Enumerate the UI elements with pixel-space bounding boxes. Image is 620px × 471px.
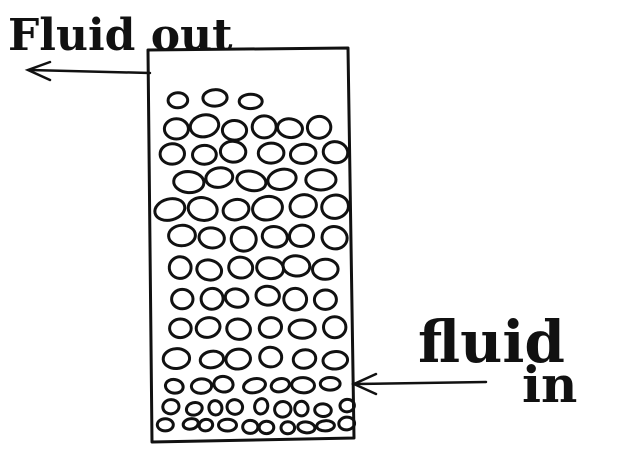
particle	[153, 197, 187, 222]
particle	[162, 117, 190, 141]
particle	[184, 400, 204, 417]
particle	[223, 287, 250, 309]
particle	[320, 193, 350, 220]
particle	[258, 345, 284, 369]
particle	[296, 420, 317, 435]
particle	[191, 143, 218, 166]
particle	[321, 350, 350, 371]
particle	[197, 226, 226, 250]
particle	[291, 348, 318, 370]
particle	[288, 193, 318, 219]
particle-bed	[153, 88, 357, 436]
particle	[273, 399, 293, 419]
particle	[257, 316, 284, 339]
particle	[168, 317, 193, 340]
particle	[237, 92, 264, 111]
particle	[186, 196, 219, 222]
particle	[197, 417, 215, 433]
particle	[312, 288, 338, 311]
particle	[313, 402, 333, 419]
particle	[167, 223, 197, 248]
outlet-arrow	[24, 60, 152, 82]
particle	[181, 417, 200, 431]
particle	[167, 255, 193, 280]
particle	[276, 117, 304, 140]
particle	[235, 169, 268, 193]
particle	[321, 140, 350, 165]
particle	[266, 167, 298, 191]
particle	[218, 139, 248, 164]
particle	[229, 225, 258, 253]
particle	[305, 114, 333, 140]
particle	[207, 399, 224, 417]
particle	[158, 142, 186, 166]
particle	[251, 194, 284, 222]
particle	[287, 318, 317, 340]
particle	[337, 415, 357, 432]
particle	[315, 419, 336, 433]
particle	[155, 417, 175, 433]
particle	[304, 168, 338, 192]
particle	[254, 284, 281, 307]
particle	[221, 197, 251, 222]
column-wall	[146, 46, 356, 444]
particle	[225, 398, 245, 416]
particle	[212, 374, 235, 394]
particle	[170, 287, 195, 311]
particle	[279, 420, 297, 436]
particle	[225, 317, 252, 341]
particle	[281, 254, 312, 278]
particle	[224, 347, 252, 371]
particle	[311, 257, 340, 281]
particle	[260, 224, 289, 249]
particle	[290, 376, 316, 395]
particle	[250, 114, 278, 140]
particle	[287, 223, 316, 248]
inlet-arrow	[350, 372, 488, 396]
particle	[227, 255, 255, 280]
inlet-label-line2: in	[522, 355, 577, 414]
particle	[201, 88, 229, 108]
particle	[199, 286, 225, 311]
particle	[189, 377, 214, 395]
particle	[217, 417, 238, 433]
particle	[282, 286, 309, 312]
particle	[288, 142, 318, 165]
particle	[166, 91, 190, 110]
particle	[194, 316, 222, 339]
particle	[269, 377, 291, 394]
particle	[198, 349, 226, 370]
particle	[163, 377, 185, 395]
particle	[195, 258, 224, 282]
particle	[220, 118, 249, 142]
particle	[172, 170, 206, 195]
particle	[338, 397, 356, 414]
particle	[322, 315, 348, 340]
particle	[293, 399, 310, 418]
particle	[161, 347, 192, 371]
inlet-label-line1: fluid	[418, 308, 565, 376]
outlet-label: Fluid out	[8, 10, 233, 61]
particle	[320, 225, 349, 251]
particle	[242, 377, 267, 395]
particle	[204, 166, 235, 189]
particle	[255, 256, 286, 281]
particle	[257, 419, 276, 436]
particle	[256, 141, 286, 165]
particle	[253, 397, 270, 416]
particle	[188, 113, 221, 139]
particle	[241, 418, 260, 435]
particle	[161, 398, 181, 416]
particle	[318, 375, 342, 392]
